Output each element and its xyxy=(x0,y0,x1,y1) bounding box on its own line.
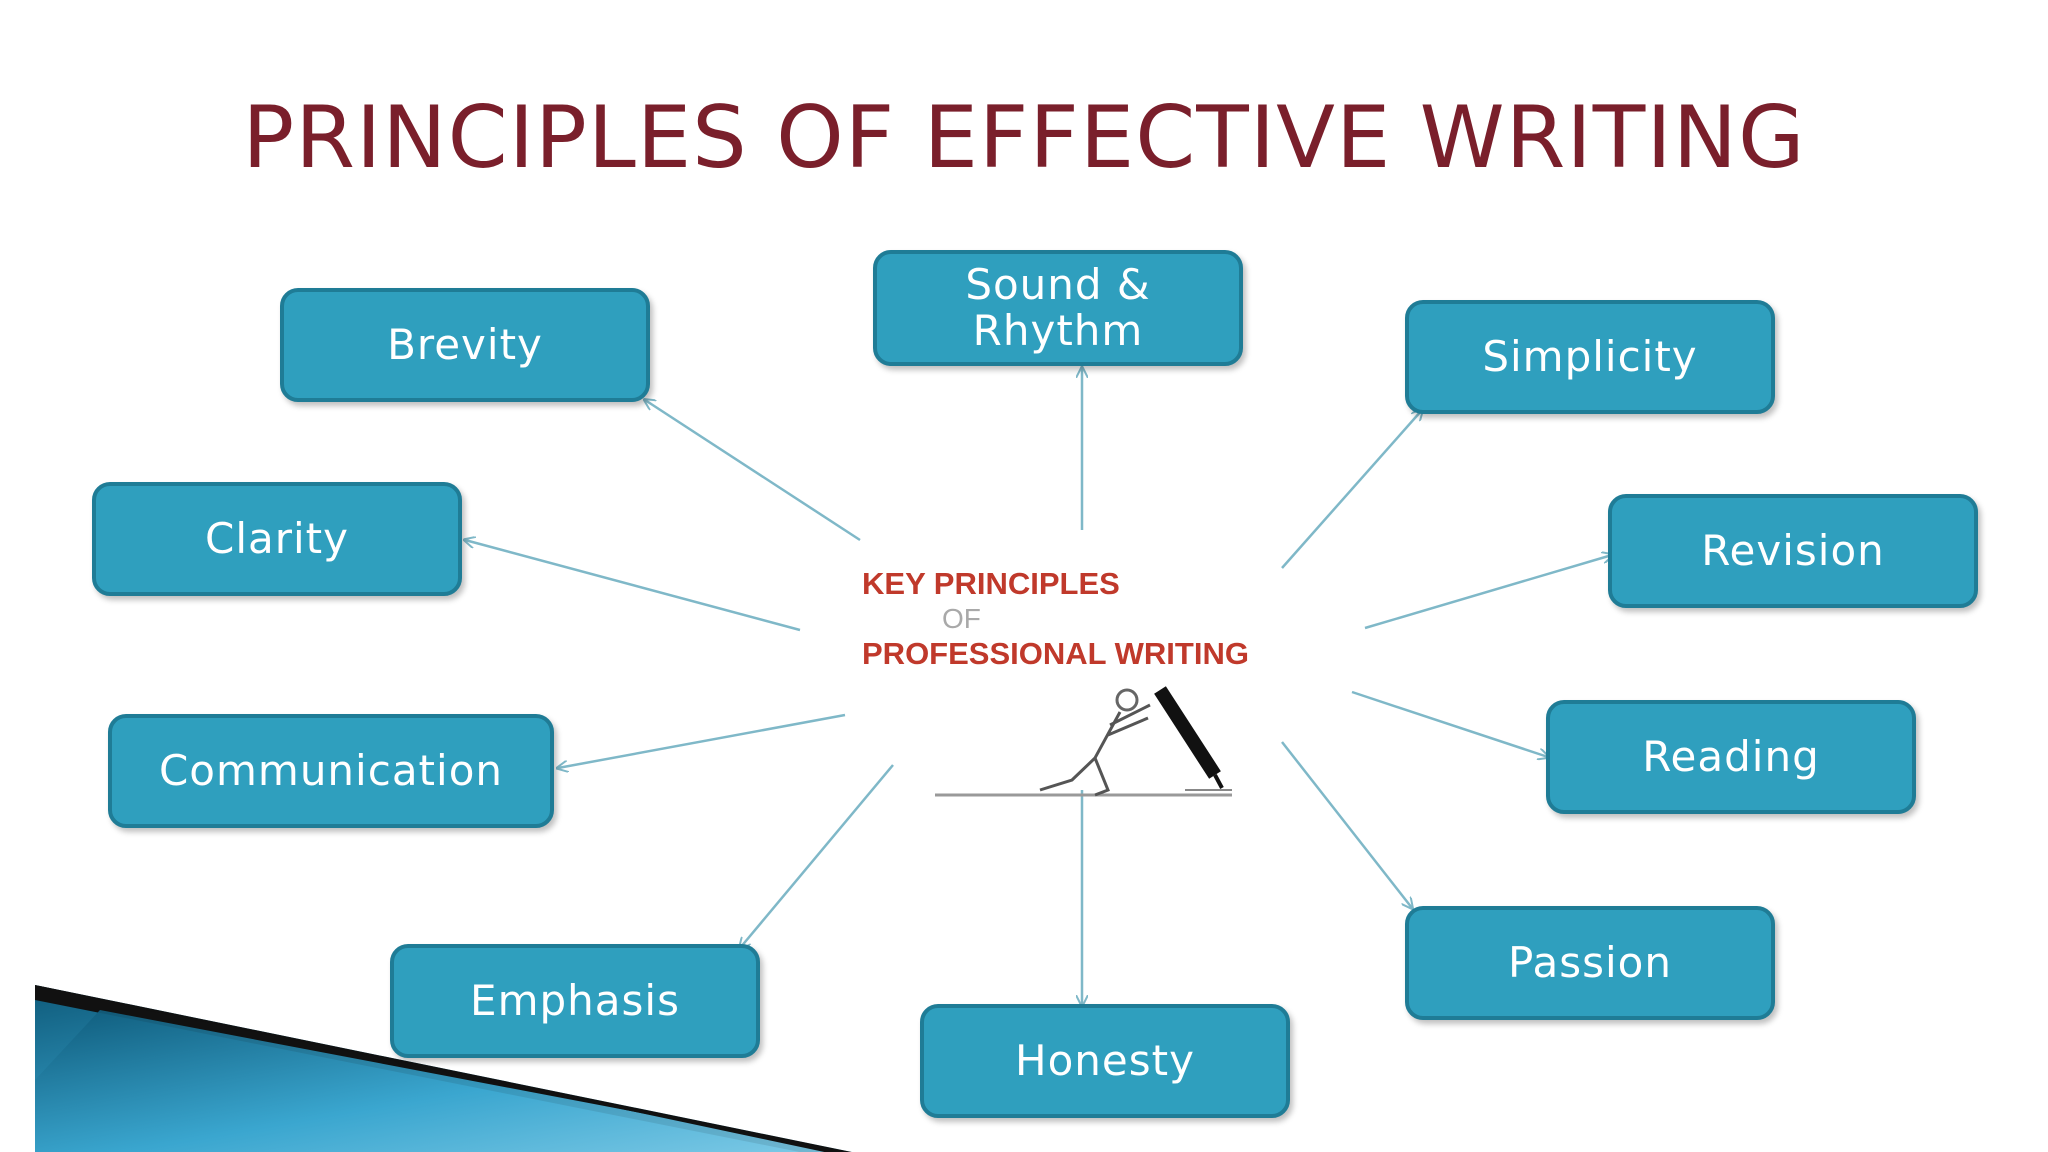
node-simplicity: Simplicity xyxy=(1405,300,1775,414)
node-label: Brevity xyxy=(387,322,543,368)
node-communication: Communication xyxy=(108,714,554,828)
node-revision: Revision xyxy=(1608,494,1978,608)
node-label: Clarity xyxy=(205,516,349,562)
node-clarity: Clarity xyxy=(92,482,462,596)
arrow-simplicity xyxy=(1282,410,1422,568)
center-line-3: PROFESSIONAL WRITING xyxy=(862,636,1249,672)
slide-title: PRINCIPLES OF EFFECTIVE WRITING xyxy=(0,88,2048,188)
arrow-brevity xyxy=(645,400,860,540)
node-label: Rhythm xyxy=(973,308,1144,354)
node-label: Simplicity xyxy=(1482,334,1697,380)
center-line-2: OF xyxy=(942,603,981,635)
arrow-emphasis xyxy=(740,765,893,948)
node-passion: Passion xyxy=(1405,906,1775,1020)
node-brevity: Brevity xyxy=(280,288,650,402)
node-honesty: Honesty xyxy=(920,1004,1290,1118)
arrow-clarity xyxy=(465,540,800,630)
node-label: Honesty xyxy=(1015,1038,1195,1084)
node-label: Sound & xyxy=(965,262,1150,308)
arrow-reading xyxy=(1352,692,1548,757)
center-line-1: KEY PRINCIPLES xyxy=(862,566,1120,602)
node-label: Revision xyxy=(1701,528,1885,574)
arrow-revision xyxy=(1365,555,1612,628)
node-label: Passion xyxy=(1508,940,1672,986)
node-label: Communication xyxy=(159,748,503,794)
node-label: Emphasis xyxy=(470,978,680,1024)
node-label: Reading xyxy=(1642,734,1819,780)
node-sound-rhythm: Sound & Rhythm xyxy=(873,250,1243,366)
node-emphasis: Emphasis xyxy=(390,944,760,1058)
writing-figure-icon xyxy=(935,690,1232,795)
arrow-passion xyxy=(1282,742,1412,908)
node-reading: Reading xyxy=(1546,700,1916,814)
arrow-communication xyxy=(558,715,845,768)
